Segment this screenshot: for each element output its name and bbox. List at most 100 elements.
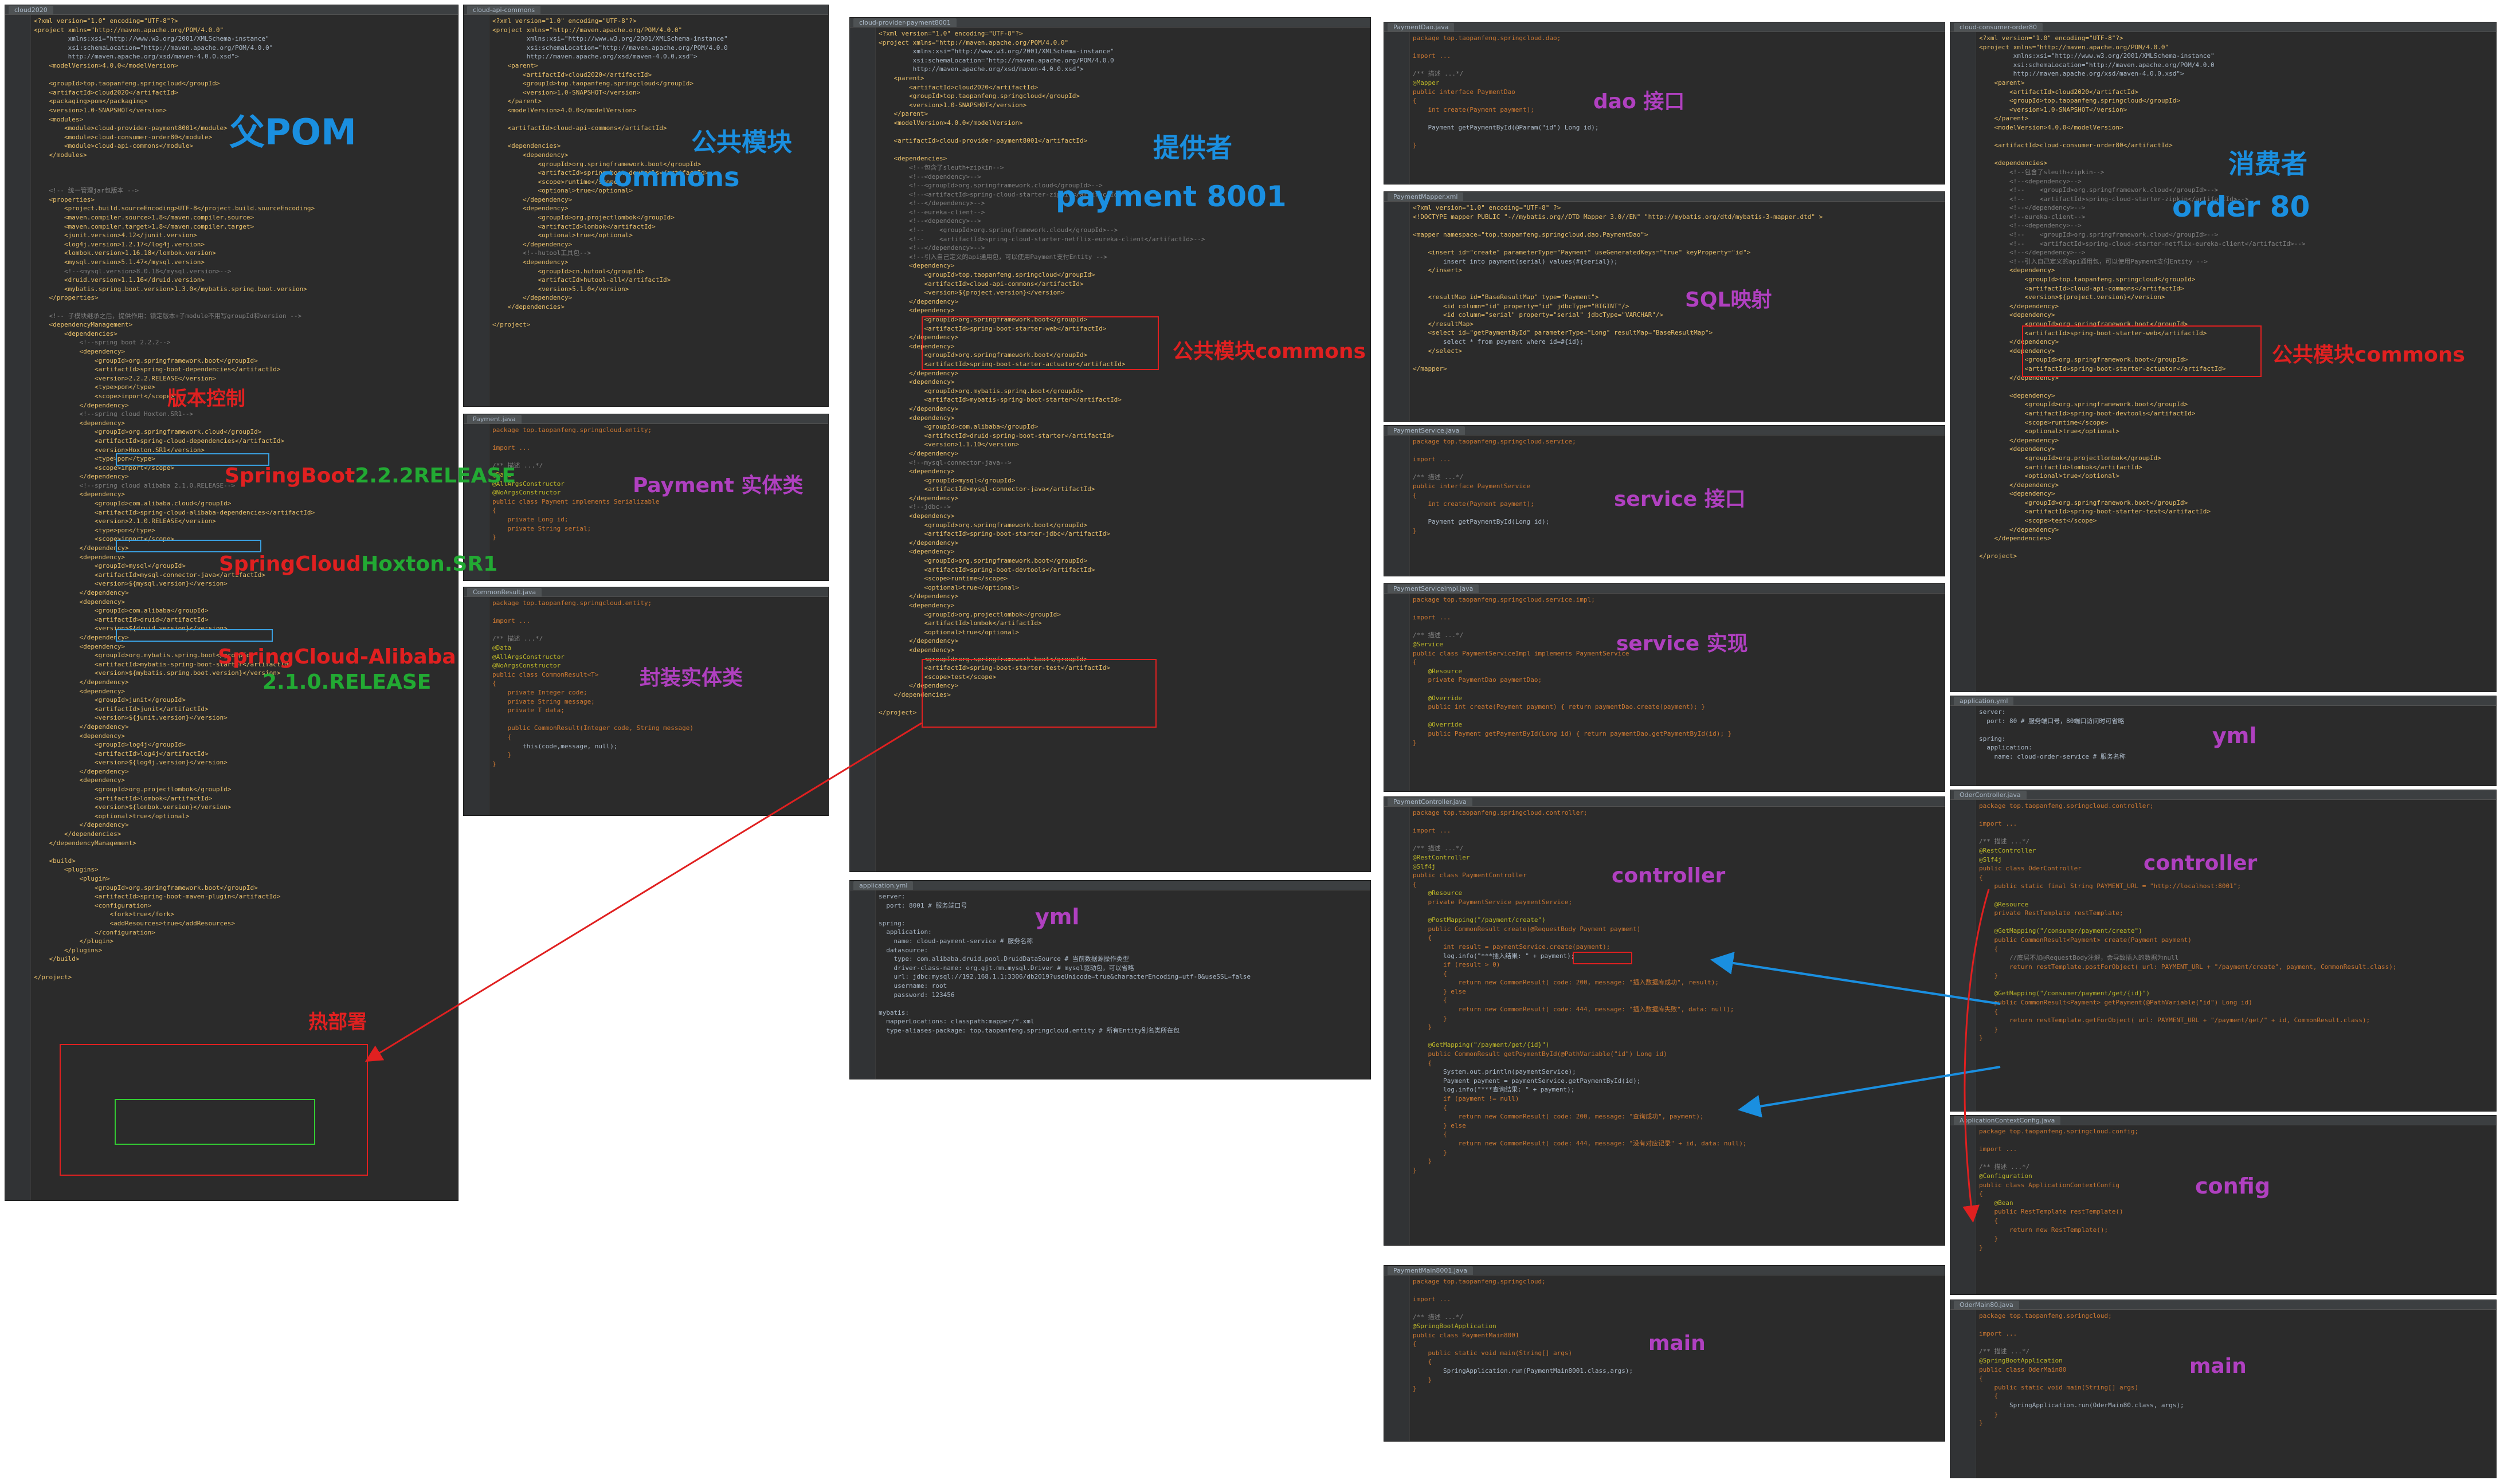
- code-line: [1413, 221, 1942, 230]
- tab-payment-controller[interactable]: PaymentController.java: [1388, 797, 1472, 806]
- tab-consumer-pom[interactable]: cloud-consumer-order80: [1954, 22, 2043, 32]
- code-line: <artifactId>spring-boot-maven-plugin</ar…: [34, 893, 281, 901]
- code-line: [1413, 835, 1942, 845]
- code-line: /** 描述 ...*/: [1413, 473, 1464, 481]
- code-line: {: [1413, 969, 1447, 977]
- code-line: <groupId>org.mybatis.spring.boot</groupI…: [34, 651, 254, 659]
- code-line: @GetMapping("/payment/get/{id}"): [1413, 1041, 1550, 1049]
- tab-consumer-yml[interactable]: application.yml: [1954, 696, 2014, 705]
- tab-payment-mapper[interactable]: PaymentMapper.xml: [1388, 192, 1464, 201]
- code-line: <groupId>org.springframework.boot</group…: [879, 521, 1088, 529]
- tab-payment-entity[interactable]: Payment.java: [467, 414, 522, 423]
- code-line: mapperLocations: classpath:mapper/*.xml: [879, 1018, 1035, 1026]
- code-line: insert into payment(serial) values(#{ser…: [1413, 257, 1618, 265]
- code-line: <!--spring cloud Hoxton.SR1-->: [34, 410, 194, 418]
- code-line: <dependency>: [34, 419, 125, 427]
- code-line: /** 描述 ...*/: [1413, 70, 1464, 78]
- code-line: [1413, 1286, 1942, 1295]
- code-line: <optional>true</optional>: [492, 231, 633, 240]
- code-line: <dependency>: [1979, 311, 2055, 319]
- code-line: <artifactId>spring-cloud-dependencies</a…: [34, 437, 285, 445]
- code-line: <groupId>org.springframework.boot</group…: [879, 351, 1088, 359]
- code-area[interactable]: package top.taopanfeng.springcloud.entit…: [492, 426, 826, 580]
- code-line: [492, 715, 826, 724]
- code-line: <dependency>: [879, 646, 955, 654]
- code-line: <dependency>: [34, 732, 125, 740]
- code-line: <!--<dependency>-->: [1979, 177, 2082, 185]
- code-area[interactable]: package top.taopanfeng.springcloud.servi…: [1413, 595, 1942, 791]
- code-line: }: [1413, 1014, 1447, 1022]
- line-gutter: [464, 15, 489, 406]
- code-line: log.info("***插入结果: " + payment);: [1413, 952, 1575, 960]
- tab-payment-service-impl[interactable]: PaymentServiceImpl.java: [1388, 584, 1479, 593]
- tab-payment-dao[interactable]: PaymentDao.java: [1388, 22, 1455, 32]
- code-line: </dependency>: [879, 494, 959, 502]
- tab-provider-yml[interactable]: application.yml: [853, 881, 914, 890]
- version-highlight-alibaba: [116, 629, 273, 642]
- code-line: </parent>: [1979, 115, 2029, 123]
- code-line: <artifactId>cloud-api-commons</artifactI…: [1979, 284, 2184, 292]
- annotation-public-module: 公共模块: [691, 128, 792, 157]
- code-line: <!--<groupId>org.springframework.cloud</…: [879, 182, 1103, 190]
- code-line: [34, 178, 456, 187]
- code-line: return restTemplate.postForObject( url: …: [1979, 963, 2397, 971]
- tab-payment-service[interactable]: PaymentService.java: [1388, 426, 1465, 435]
- tab-payment-main[interactable]: PaymentMain8001.java: [1388, 1266, 1473, 1275]
- code-line: <!--引入自己定义的api通用包，可以使用Payment支付Entity --…: [879, 253, 1107, 261]
- tab-order-main[interactable]: OderMain80.java: [1954, 1300, 2019, 1309]
- code-line: }: [1413, 1023, 1432, 1031]
- code-area[interactable]: package top.taopanfeng.springcloud.dao;i…: [1413, 34, 1942, 184]
- hot-deploy-config-box: [115, 1099, 315, 1145]
- code-area[interactable]: package top.taopanfeng.springcloud.contr…: [1413, 808, 1942, 1245]
- code-line: import ...: [1413, 1295, 1451, 1304]
- code-line: <artifactId>cloud2020</artifactId>: [1979, 88, 2139, 96]
- code-line: {: [1413, 1358, 1432, 1366]
- code-area[interactable]: package top.taopanfeng.springcloud.confi…: [1979, 1127, 2494, 1294]
- code-line: }: [1413, 1148, 1447, 1156]
- code-line: <plugins>: [34, 866, 99, 874]
- code-line: @Override: [1413, 721, 1463, 729]
- code-line: <groupId>com.alibaba</groupId>: [34, 607, 209, 615]
- tab-app-context-config[interactable]: ApplicationContextConfig.java: [1954, 1116, 2061, 1125]
- annotation-wrapper-entity: 封装实体类: [640, 666, 743, 690]
- tab-provider-pom[interactable]: cloud-provider-payment8001: [853, 18, 957, 27]
- annotation-consumer-controller: controller: [2144, 851, 2258, 875]
- code-line: }: [1413, 1157, 1432, 1165]
- code-line: }: [1413, 1385, 1417, 1393]
- code-line: <optional>true</optional>: [492, 187, 633, 195]
- line-gutter: [1950, 32, 1976, 692]
- code-area[interactable]: package top.taopanfeng.springcloud.contr…: [1979, 802, 2494, 1111]
- code-area[interactable]: <?xml version="1.0" encoding="UTF-8"?><p…: [34, 17, 456, 1200]
- code-line: <!--</dependency>-->: [1979, 204, 2086, 212]
- annotation-order-80: order 80: [2172, 190, 2310, 223]
- code-line: <mapper namespace="top.taopanfeng.spring…: [1413, 230, 1648, 238]
- code-area[interactable]: package top.taopanfeng.springcloud.servi…: [1413, 437, 1942, 576]
- code-area[interactable]: package top.taopanfeng.springcloud.entit…: [492, 599, 826, 815]
- code-area[interactable]: package top.taopanfeng.springcloud;impor…: [1413, 1277, 1942, 1441]
- tab-commons-pom[interactable]: cloud-api-commons: [467, 5, 541, 14]
- tab-order-controller[interactable]: OderController.java: [1954, 790, 2027, 799]
- code-line: <parent>: [879, 74, 924, 82]
- code-line: <!--<dependency>-->: [1979, 222, 2082, 230]
- code-area[interactable]: <?xml version="1.0" encoding="UTF-8"?><p…: [879, 29, 1368, 871]
- code-line: </dependency>: [1979, 481, 2059, 489]
- code-line: <dependency>: [34, 687, 125, 695]
- code-line: import ...: [492, 444, 531, 452]
- code-area[interactable]: package top.taopanfeng.springcloud;impor…: [1979, 1312, 2494, 1478]
- code-line: </dependency>: [34, 767, 129, 775]
- tab-common-result[interactable]: CommonResult.java: [467, 587, 542, 596]
- code-line: </dependency>: [1979, 436, 2059, 444]
- code-area[interactable]: <?xml version="1.0" encoding="UTF-8" ?><…: [1413, 203, 1942, 421]
- code-line: int create(Payment payment);: [1413, 500, 1534, 508]
- code-line: import ...: [1979, 1145, 2017, 1153]
- code-area[interactable]: <?xml version="1.0" encoding="UTF-8"?><p…: [492, 17, 826, 406]
- tab-parent-pom[interactable]: cloud2020: [9, 5, 53, 14]
- code-line: import ...: [1413, 614, 1451, 622]
- code-line: <resultMap id="BaseResultMap" type="Paym…: [1413, 293, 1599, 301]
- code-line: datasource:: [879, 946, 928, 954]
- code-line: [1413, 604, 1942, 614]
- code-line: package top.taopanfeng.springcloud.dao;: [1413, 34, 1561, 42]
- code-line: <?xml version="1.0" encoding="UTF-8"?>: [1979, 34, 2123, 42]
